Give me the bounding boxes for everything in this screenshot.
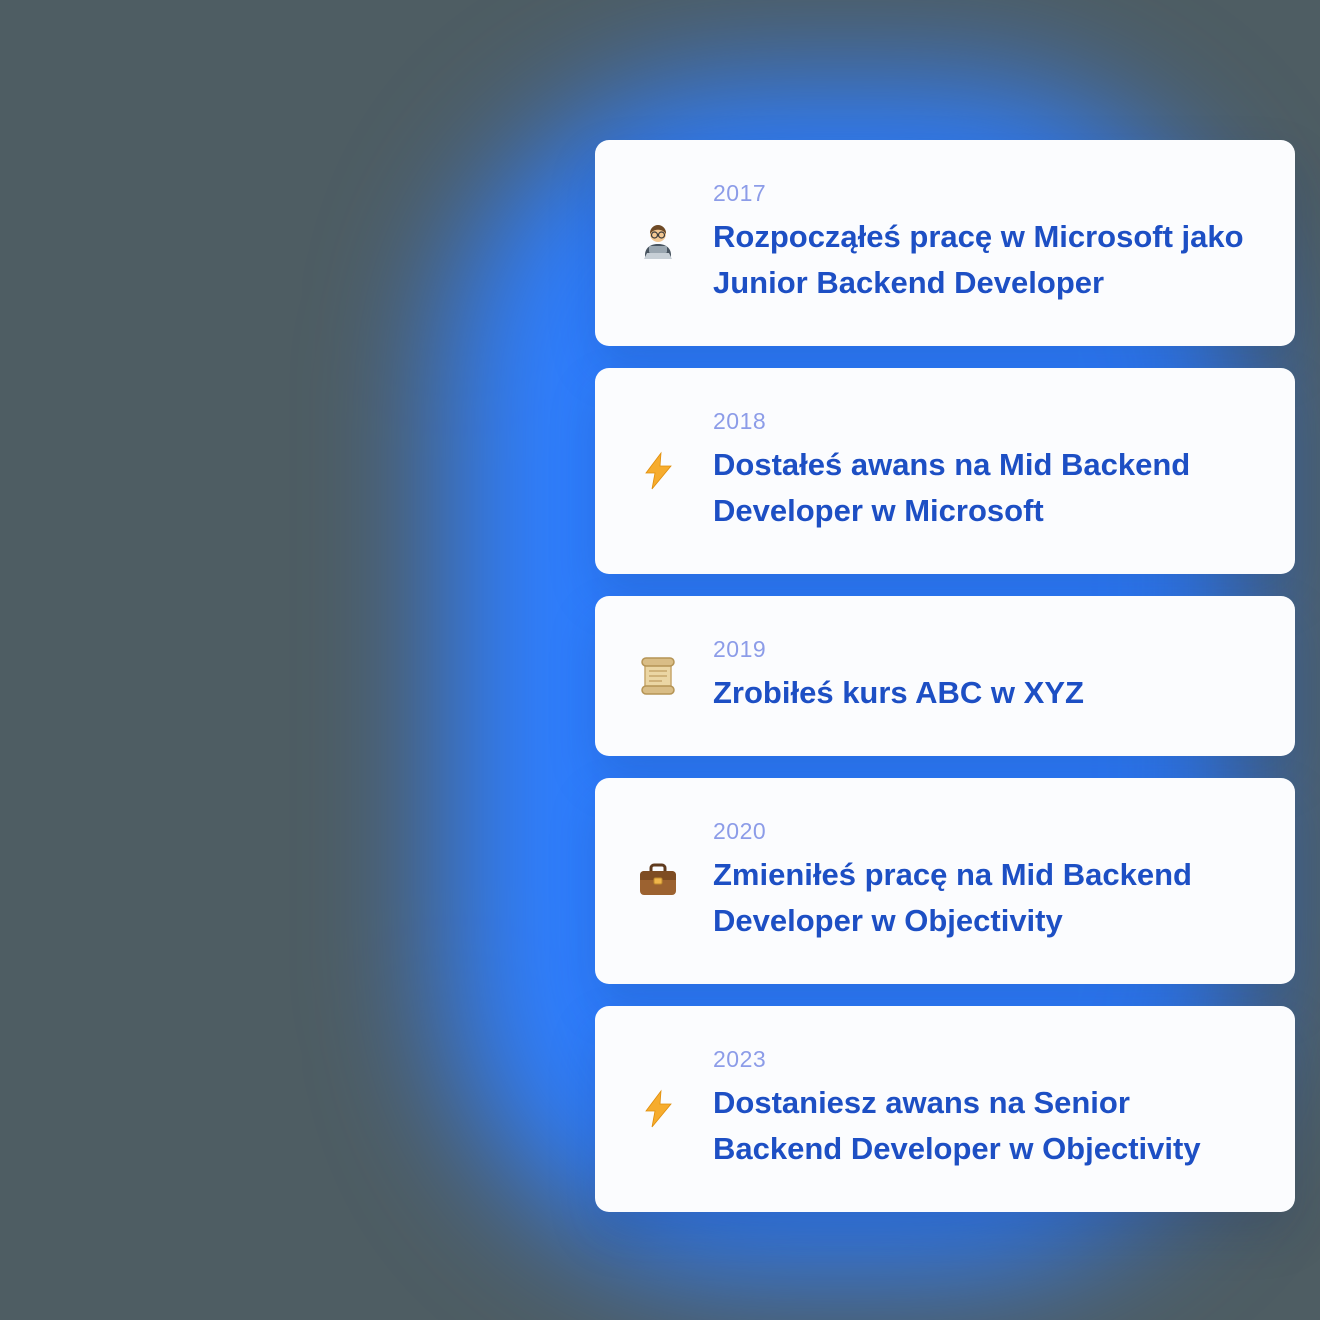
timeline-year: 2023: [713, 1046, 767, 1072]
lightning-icon: [635, 451, 681, 491]
timeline-year: 2018: [713, 408, 767, 434]
timeline-title: Rozpocząłeś pracę w Microsoft jako Junio…: [713, 219, 1244, 300]
timeline-title: Zrobiłeś kurs ABC w XYZ: [713, 675, 1084, 710]
timeline-card: 2018 Dostałeś awans na Mid Backend Devel…: [595, 368, 1295, 574]
timeline-year: 2020: [713, 818, 767, 844]
timeline-title: Zmieniłeś pracę na Mid Backend Developer…: [713, 857, 1192, 938]
scroll-icon: [635, 654, 681, 698]
timeline-card: 2017 Rozpocząłeś pracę w Microsoft jako …: [595, 140, 1295, 346]
timeline-card: 2023 Dostaniesz awans na Senior Backend …: [595, 1006, 1295, 1212]
timeline-year: 2017: [713, 180, 767, 206]
timeline-card: 2020 Zmieniłeś pracę na Mid Backend Deve…: [595, 778, 1295, 984]
timeline-list: 2017 Rozpocząłeś pracę w Microsoft jako …: [595, 140, 1295, 1212]
lightning-icon: [635, 1089, 681, 1129]
timeline-card: 2019 Zrobiłeś kurs ABC w XYZ: [595, 596, 1295, 756]
timeline-title: Dostałeś awans na Mid Backend Developer …: [713, 447, 1191, 528]
timeline-title: Dostaniesz awans na Senior Backend Devel…: [713, 1085, 1201, 1166]
briefcase-icon: [635, 859, 681, 903]
timeline-year: 2019: [713, 636, 767, 662]
technologist-icon: [635, 220, 681, 266]
